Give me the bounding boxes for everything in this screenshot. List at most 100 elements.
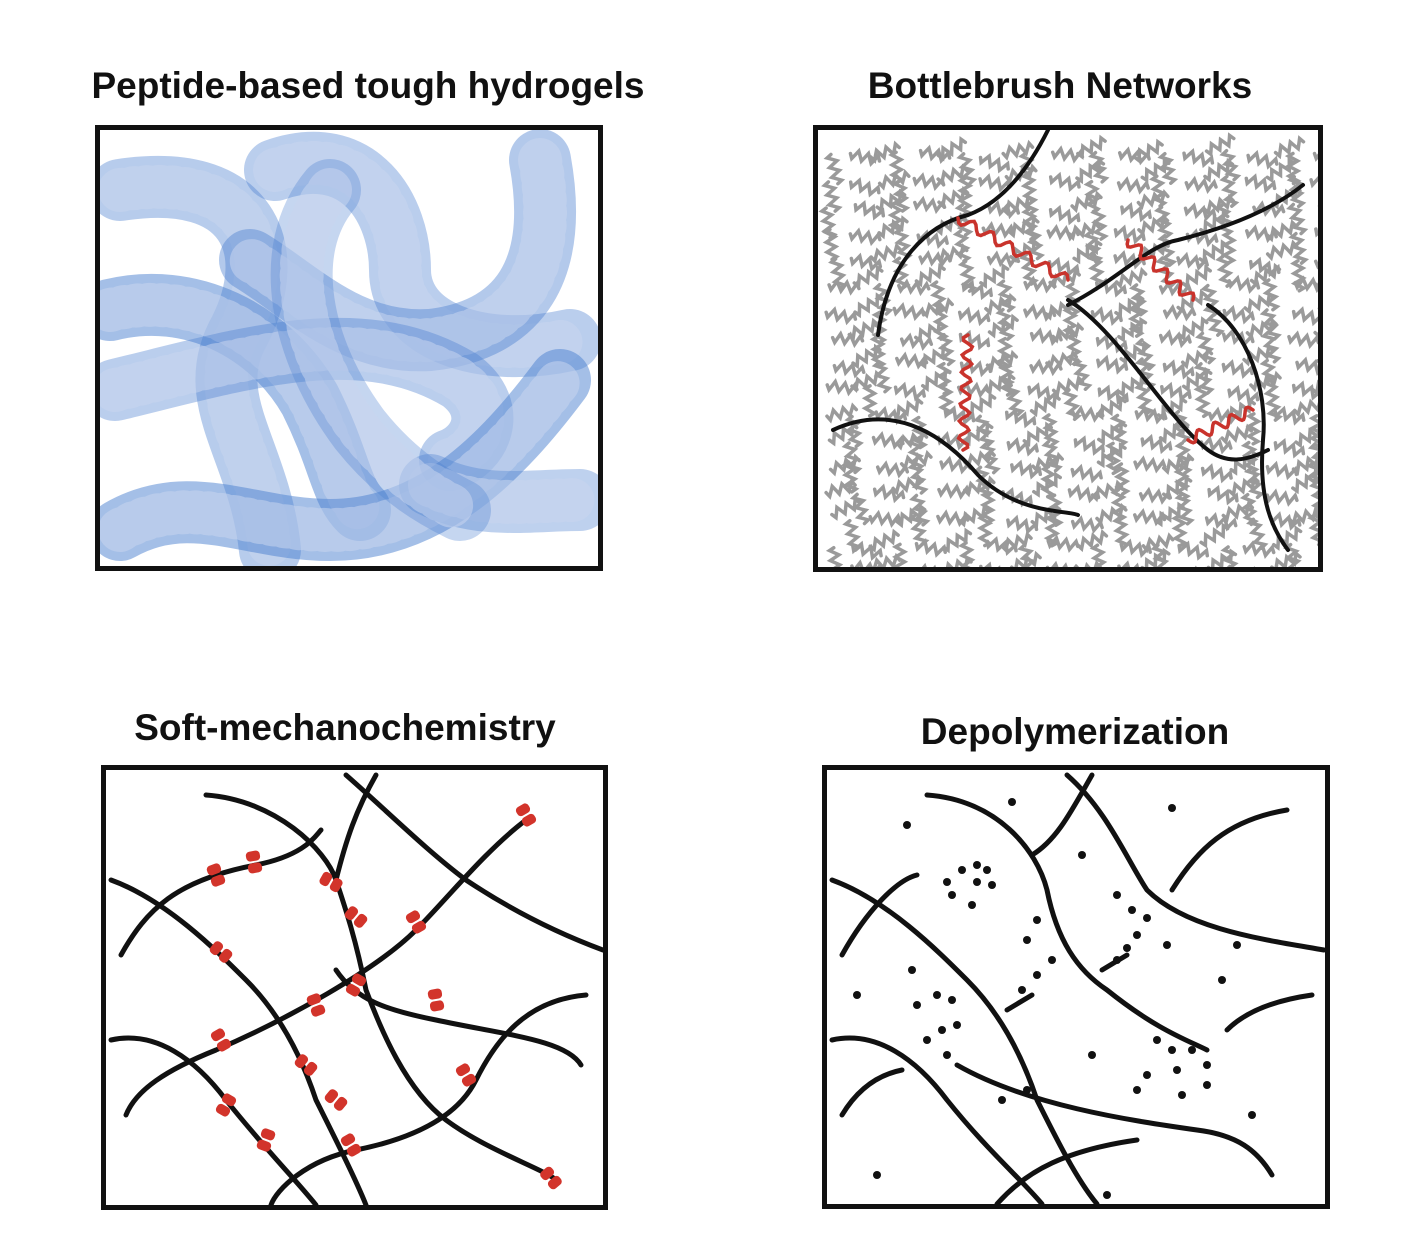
side-chain-152 bbox=[1127, 304, 1145, 338]
side-chain-180 bbox=[1245, 317, 1278, 340]
side-chain-173 bbox=[1095, 333, 1128, 354]
side-chain-359 bbox=[1141, 532, 1175, 554]
side-chain-71 bbox=[877, 215, 909, 240]
side-chain-214 bbox=[984, 371, 1016, 396]
depolymerization-panel bbox=[822, 765, 1330, 1209]
side-chain-171 bbox=[1051, 321, 1084, 344]
side-chain-136 bbox=[1293, 275, 1318, 294]
side-chain-339 bbox=[1204, 511, 1238, 532]
side-chain-108 bbox=[1176, 251, 1209, 272]
mechanophore-11 bbox=[210, 1028, 232, 1052]
side-chain-133 bbox=[1227, 274, 1261, 294]
side-chain-30 bbox=[978, 173, 1011, 193]
side-chain-35 bbox=[1083, 179, 1102, 214]
side-chain-2 bbox=[869, 140, 901, 164]
side-chain-92 bbox=[828, 257, 849, 291]
monomer-dot-36 bbox=[1088, 1051, 1096, 1059]
side-chain-304 bbox=[937, 482, 971, 501]
peptide-hydrogel-panel bbox=[95, 125, 603, 571]
monomer-dot-35 bbox=[1218, 976, 1226, 984]
side-chain-155 bbox=[1202, 304, 1225, 337]
monomer-dot-23 bbox=[1033, 971, 1041, 979]
side-chain-161 bbox=[830, 330, 865, 349]
side-chain-240 bbox=[1041, 413, 1060, 447]
chain-fragment-3 bbox=[839, 872, 920, 958]
monomer-dot-33 bbox=[853, 991, 861, 999]
polymer-chain-7 bbox=[333, 967, 584, 1068]
monomer-dot-26 bbox=[913, 1001, 921, 1009]
side-chain-265 bbox=[1097, 419, 1128, 446]
side-chain-251 bbox=[1292, 398, 1318, 418]
panel-title-peptide: Peptide-based tough hydrogels bbox=[91, 65, 645, 106]
chain-fragment-2 bbox=[829, 877, 1100, 1204]
side-chain-42 bbox=[1244, 173, 1277, 194]
side-chain-103 bbox=[1072, 238, 1103, 265]
chain-fragment-6 bbox=[1169, 807, 1290, 893]
side-chain-58 bbox=[1090, 207, 1109, 241]
side-chain-252 bbox=[1308, 414, 1318, 448]
side-chain-145 bbox=[984, 292, 1017, 316]
side-chain-344 bbox=[1307, 513, 1318, 547]
mechanophore-1 bbox=[515, 803, 537, 827]
side-chain-80 bbox=[1067, 219, 1101, 242]
side-chain-333 bbox=[1070, 515, 1104, 534]
side-chain-105 bbox=[1113, 250, 1146, 270]
side-chain-259 bbox=[962, 421, 994, 447]
side-chain-296 bbox=[1265, 460, 1299, 481]
side-chain-233 bbox=[891, 396, 924, 421]
side-chain-5 bbox=[936, 136, 968, 162]
monomer-dot-39 bbox=[1188, 1046, 1196, 1054]
side-chain-337 bbox=[1154, 501, 1186, 528]
side-chain-353 bbox=[1000, 531, 1033, 554]
side-chain-121 bbox=[961, 279, 993, 301]
mechanophore-12 bbox=[294, 1054, 318, 1076]
monomer-dot-45 bbox=[1203, 1081, 1211, 1089]
side-chain-279 bbox=[899, 449, 933, 472]
side-chain-63 bbox=[1202, 193, 1235, 217]
side-chain-89 bbox=[1265, 219, 1298, 243]
side-chain-369 bbox=[850, 559, 882, 567]
side-chain-207 bbox=[825, 377, 859, 397]
side-chain-7 bbox=[978, 152, 1010, 174]
side-chain-157 bbox=[1243, 290, 1276, 315]
monomer-dot-41 bbox=[1173, 1066, 1181, 1074]
mechanophore-8 bbox=[427, 988, 445, 1012]
side-chain-346 bbox=[851, 540, 883, 561]
side-chain-364 bbox=[1242, 540, 1276, 559]
side-chain-209 bbox=[861, 384, 878, 418]
side-chain-128 bbox=[1114, 266, 1148, 290]
side-chain-25 bbox=[877, 169, 911, 191]
side-chain-54 bbox=[1001, 193, 1034, 217]
side-chain-125 bbox=[1048, 267, 1081, 290]
monomer-dot-49 bbox=[873, 1171, 881, 1179]
backbone-1 bbox=[876, 130, 1050, 337]
side-chain-362 bbox=[1199, 522, 1230, 549]
side-chain-238 bbox=[1004, 407, 1037, 429]
monomer-dot-20 bbox=[1033, 916, 1041, 924]
monomer-dot-48 bbox=[1248, 1111, 1256, 1119]
side-chain-328 bbox=[958, 503, 990, 528]
side-chain-95 bbox=[891, 256, 911, 290]
monomer-dot-4 bbox=[1078, 851, 1086, 859]
side-chain-224 bbox=[1193, 384, 1212, 419]
monomer-dot-9 bbox=[948, 891, 956, 899]
side-chain-236 bbox=[965, 391, 997, 418]
side-chain-23 bbox=[821, 180, 843, 213]
side-chain-373 bbox=[945, 554, 973, 567]
side-chain-222 bbox=[1160, 381, 1192, 403]
side-chain-320 bbox=[1291, 468, 1318, 495]
monomer-dot-3 bbox=[1168, 804, 1176, 812]
side-chain-316 bbox=[1207, 484, 1239, 506]
side-chain-282 bbox=[963, 447, 996, 470]
side-chain-325 bbox=[895, 503, 927, 529]
polymer-chain-3 bbox=[118, 827, 324, 958]
side-chain-83 bbox=[1137, 213, 1170, 237]
mechanophore-13 bbox=[455, 1063, 477, 1087]
side-chain-200 bbox=[1180, 346, 1214, 370]
chain-fragment-12 bbox=[994, 1137, 1140, 1204]
side-chain-50 bbox=[913, 195, 947, 215]
side-chain-11 bbox=[1076, 134, 1107, 160]
monomer-dot-40 bbox=[1203, 1061, 1211, 1069]
side-chain-329 bbox=[976, 513, 994, 548]
monomer-dot-1 bbox=[903, 821, 911, 829]
